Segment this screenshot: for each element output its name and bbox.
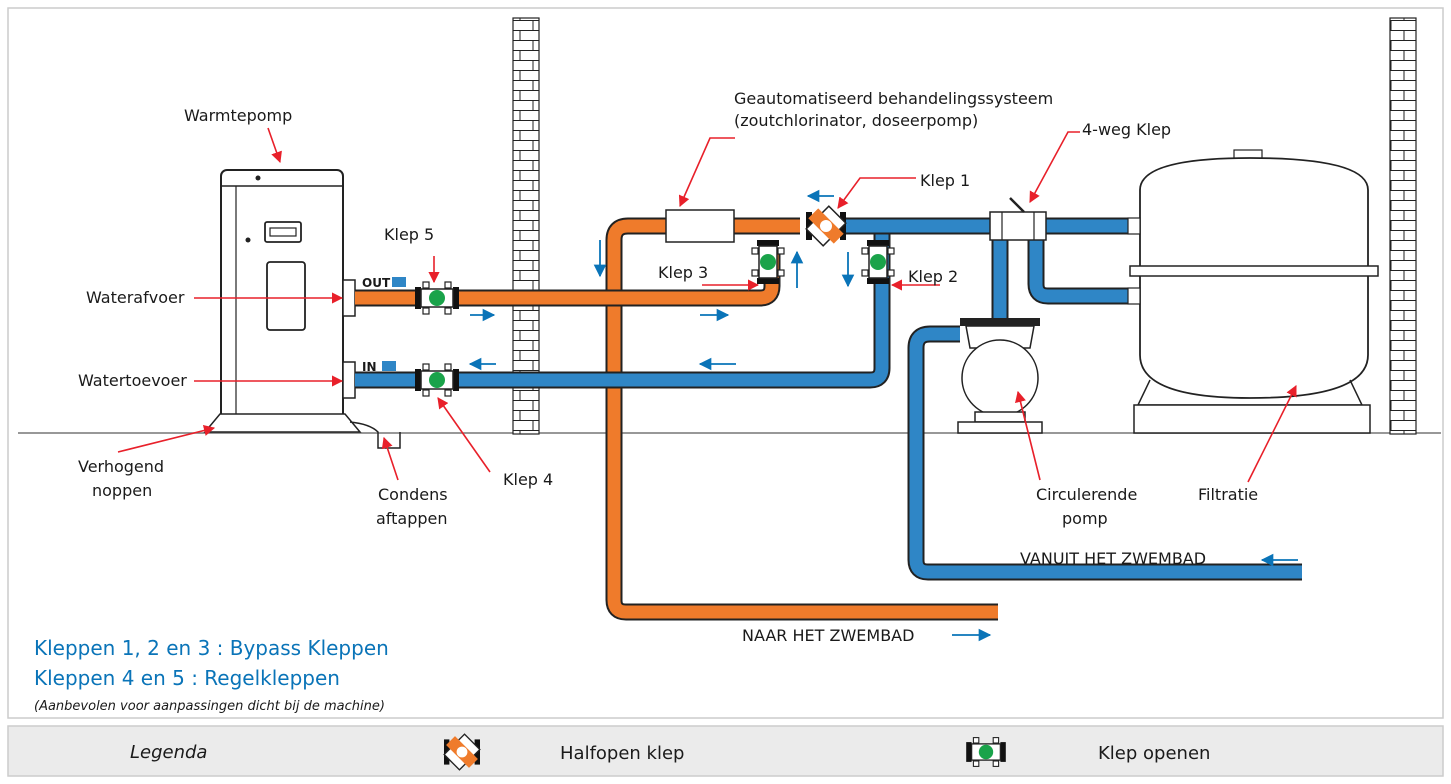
flow-arrows bbox=[468, 189, 1298, 642]
pipe-from-pool bbox=[909, 327, 1302, 579]
diagram-frame bbox=[7, 7, 1444, 719]
in-tag: IN bbox=[362, 360, 377, 374]
label-feet-line1: Verhogend bbox=[78, 457, 164, 476]
legend-title: Legenda bbox=[130, 742, 207, 763]
label-condens-line2: aftappen bbox=[376, 509, 448, 528]
filter-tank bbox=[1127, 149, 1379, 434]
label-from-pool: VANUIT HET ZWEMBAD bbox=[1020, 549, 1206, 568]
note-regel: Kleppen 4 en 5 : Regelkleppen bbox=[34, 666, 340, 690]
treatment-system bbox=[665, 209, 735, 243]
brick-wall-left bbox=[512, 17, 540, 435]
four-way-valve bbox=[989, 197, 1047, 241]
label-to-pool: NAAR HET ZWEMBAD bbox=[742, 626, 914, 645]
legend-half-open-label: Halfopen klep bbox=[560, 743, 684, 764]
heat-pump bbox=[203, 169, 362, 433]
out-tag: OUT bbox=[362, 276, 391, 290]
condensate-drain bbox=[349, 421, 401, 449]
label-filter: Filtratie bbox=[1198, 485, 1258, 504]
label-valve-4: Klep 4 bbox=[503, 470, 553, 489]
label-pump-line2: pomp bbox=[1062, 509, 1108, 528]
label-condens-line1: Condens bbox=[378, 485, 448, 504]
in-tag-icon bbox=[382, 361, 396, 371]
pipe-filter-return bbox=[1029, 236, 1128, 303]
label-valve-1: Klep 1 bbox=[920, 171, 970, 190]
brick-wall-right bbox=[1389, 17, 1417, 435]
legend-bar bbox=[7, 725, 1444, 777]
circulating-pump bbox=[957, 318, 1043, 434]
label-water-outlet: Waterafvoer bbox=[86, 288, 185, 307]
label-valve-5: Klep 5 bbox=[384, 225, 434, 244]
label-valve-3: Klep 3 bbox=[658, 263, 708, 282]
valve-1[interactable] bbox=[805, 205, 847, 247]
out-tag-icon bbox=[392, 277, 406, 287]
valve-4[interactable] bbox=[414, 363, 460, 397]
note-advice: (Aanbevolen voor aanpassingen dicht bij … bbox=[34, 699, 385, 714]
legend-open-label: Klep openen bbox=[1098, 743, 1210, 764]
label-valve-2: Klep 2 bbox=[908, 267, 958, 286]
label-water-inlet: Watertoevoer bbox=[78, 371, 187, 390]
label-pump-line1: Circulerende bbox=[1036, 485, 1137, 504]
note-bypass: Kleppen 1, 2 en 3 : Bypass Kleppen bbox=[34, 636, 389, 660]
label-feet-line2: noppen bbox=[92, 481, 152, 500]
pointer-arrows bbox=[117, 127, 1297, 483]
label-treatment-line1: Geautomatiseerd behandelingssysteem bbox=[734, 89, 1053, 108]
valve-5[interactable] bbox=[414, 281, 460, 315]
pipe-in bbox=[355, 232, 889, 387]
label-treatment-line2: (zoutchlorinator, doseerpomp) bbox=[734, 111, 978, 130]
legend-half-open-icon bbox=[443, 733, 481, 771]
pipe-to-pool bbox=[607, 219, 998, 619]
label-four-way-valve: 4-weg Klep bbox=[1082, 120, 1171, 139]
label-heat-pump: Warmtepomp bbox=[184, 106, 292, 125]
pipe-out bbox=[355, 250, 779, 305]
